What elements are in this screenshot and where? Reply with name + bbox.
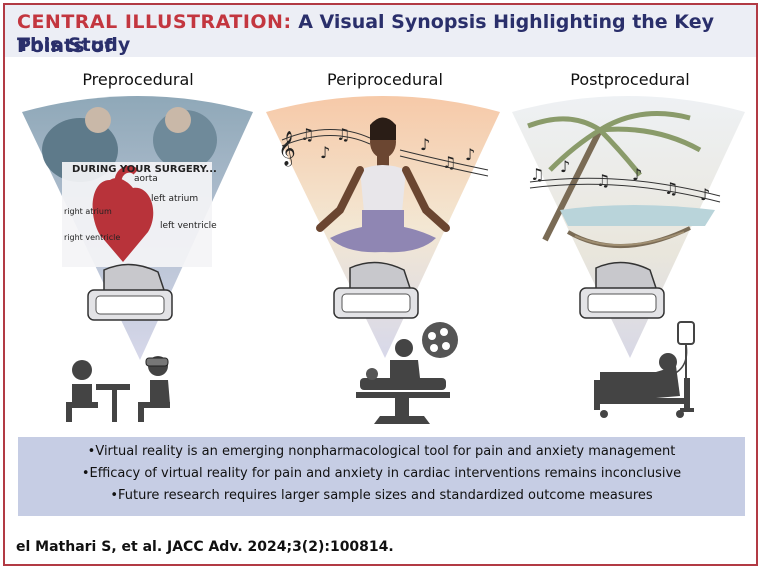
sea-shape: [560, 205, 715, 226]
stage-preprocedural: DURING YOUR SURGERY... aorta left atrium…: [22, 96, 253, 422]
vr-view-cone: [512, 96, 745, 358]
label-aorta: aorta: [134, 174, 158, 184]
heart-icon: [92, 178, 154, 262]
key-point-item: •Future research requires larger sample …: [110, 488, 653, 503]
page-frame: [3, 3, 758, 566]
stage-periprocedural: 𝄞 ♫ ♪ ♫ ♪ ♫ ♪: [266, 96, 500, 424]
title-text-line2: This Study: [17, 34, 131, 56]
hospital-bed-icon: [594, 321, 695, 418]
page-title: CENTRAL ILLUSTRATION: A Visual Synopsis …: [17, 10, 757, 58]
svg-text:♫: ♫: [664, 179, 678, 198]
meditating-woman-icon: [316, 117, 450, 253]
stages-illustration: DURING YOUR SURGERY... aorta left atrium…: [22, 96, 745, 424]
label-left-ventricle: left ventricle: [160, 221, 217, 231]
svg-text:♪: ♪: [420, 135, 430, 154]
person-at-desk-icon: [66, 356, 170, 422]
title-lead: CENTRAL ILLUSTRATION:: [17, 11, 292, 33]
label-left-atrium: left atrium: [151, 194, 198, 204]
stage-label-preprocedural: Preprocedural: [82, 70, 194, 89]
svg-text:♫: ♫: [596, 171, 610, 190]
svg-text:♪: ♪: [700, 185, 710, 204]
stage-label-postprocedural: Postprocedural: [570, 70, 690, 89]
label-right-ventricle: right ventricle: [64, 233, 120, 242]
title-text: A Visual Synopsis Highlighting the Key P…: [17, 11, 714, 57]
citation: el Mathari S, et al. JACC Adv. 2024;3(2)…: [16, 539, 394, 555]
key-points-panel: •Virtual reality is an emerging nonpharm…: [18, 437, 745, 516]
svg-text:♪: ♪: [465, 145, 475, 164]
anatomy-heading: DURING YOUR SURGERY...: [72, 164, 217, 175]
label-right-atrium: right atrium: [64, 207, 112, 216]
stage-postprocedural: ♫ ♪ ♫ ♪ ♫ ♪: [512, 96, 745, 418]
vr-headset-icon: [579, 261, 665, 319]
surgeon-head: [165, 107, 191, 133]
vr-headset-icon: [333, 261, 419, 319]
svg-text:♫: ♫: [530, 165, 544, 184]
header-band: CENTRAL ILLUSTRATION: A Visual Synopsis …: [3, 3, 758, 57]
palm-tree-icon: [527, 111, 702, 242]
operating-table-icon: [356, 339, 450, 424]
svg-text:♪: ♪: [320, 143, 330, 162]
svg-text:♪: ♪: [632, 165, 642, 184]
key-point-item: •Efficacy of virtual reality for pain an…: [81, 466, 682, 481]
surgical-light-icon: [422, 322, 458, 358]
svg-text:♪: ♪: [560, 157, 570, 176]
stage-label-periprocedural: Periprocedural: [327, 70, 443, 89]
surgeon-head: [85, 107, 111, 133]
key-point-item: •Virtual reality is an emerging nonpharm…: [87, 444, 676, 459]
vr-headset-icon: [87, 263, 173, 321]
music-notes-icon: ♫ ♪ ♫ ♪ ♫ ♪: [530, 157, 710, 204]
